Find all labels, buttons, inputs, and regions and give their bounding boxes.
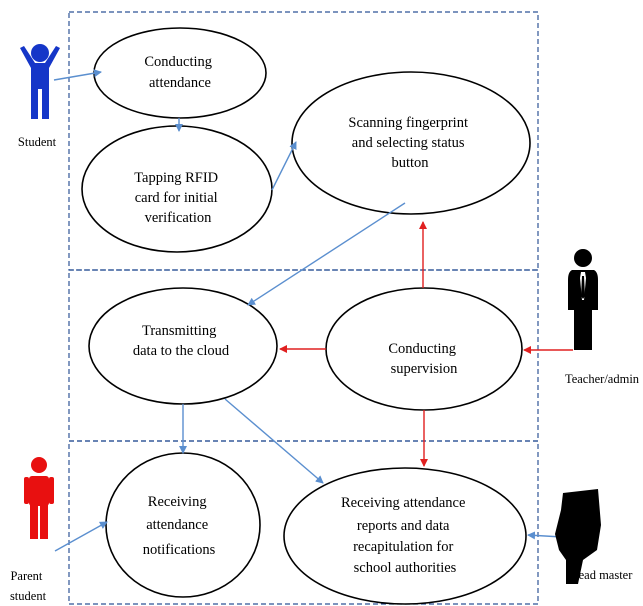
person-arms-up-icon bbox=[20, 44, 60, 119]
arrow-parent-to-notifications bbox=[54, 521, 108, 552]
flow-arrows bbox=[53, 69, 563, 552]
person-standing-icon bbox=[24, 457, 54, 539]
label-receiving-notifications: Receiving attendance notifications bbox=[143, 494, 216, 558]
usecase-tapping-rfid bbox=[81, 125, 273, 253]
label-receiving-reports: Receiving attendance reports and data re… bbox=[341, 495, 469, 576]
person-with-tie-icon bbox=[568, 249, 598, 350]
label-conducting-attendance: Conducting attendance bbox=[144, 54, 215, 91]
use-case-labels: Conducting attendance Tapping RFID card … bbox=[133, 54, 471, 576]
arrow-fingerprint-to-transmitting bbox=[247, 202, 406, 306]
label-scanning-fingerprint: Scanning fingerprint and selecting statu… bbox=[348, 115, 471, 171]
label-student: Student bbox=[18, 135, 57, 149]
supervision-arrows bbox=[279, 221, 573, 467]
label-tapping-rfid: Tapping RFID card for initial verificati… bbox=[134, 170, 222, 226]
label-conducting-supervision: Conducting supervision bbox=[388, 341, 459, 377]
arrow-student-to-attendance bbox=[53, 69, 102, 81]
actor-labels: Student Teacher/admin Parent student Hea… bbox=[10, 135, 640, 603]
label-head-master: Head master bbox=[570, 568, 634, 582]
use-case-ellipses bbox=[81, 27, 531, 605]
arrow-transmitting-to-reports bbox=[224, 398, 324, 484]
head-silhouette-icon bbox=[555, 489, 601, 584]
label-parent-student: Parent student bbox=[10, 569, 47, 603]
label-transmitting-data: Transmitting data to the cloud bbox=[133, 323, 230, 359]
system-boundaries bbox=[68, 11, 539, 605]
usecase-conducting-attendance bbox=[93, 27, 267, 119]
label-teacher-admin: Teacher/admin bbox=[565, 372, 640, 386]
boundary-reporting bbox=[68, 440, 539, 605]
usecase-receiving-reports bbox=[283, 467, 527, 605]
arrow-rfid-to-fingerprint bbox=[271, 141, 297, 191]
